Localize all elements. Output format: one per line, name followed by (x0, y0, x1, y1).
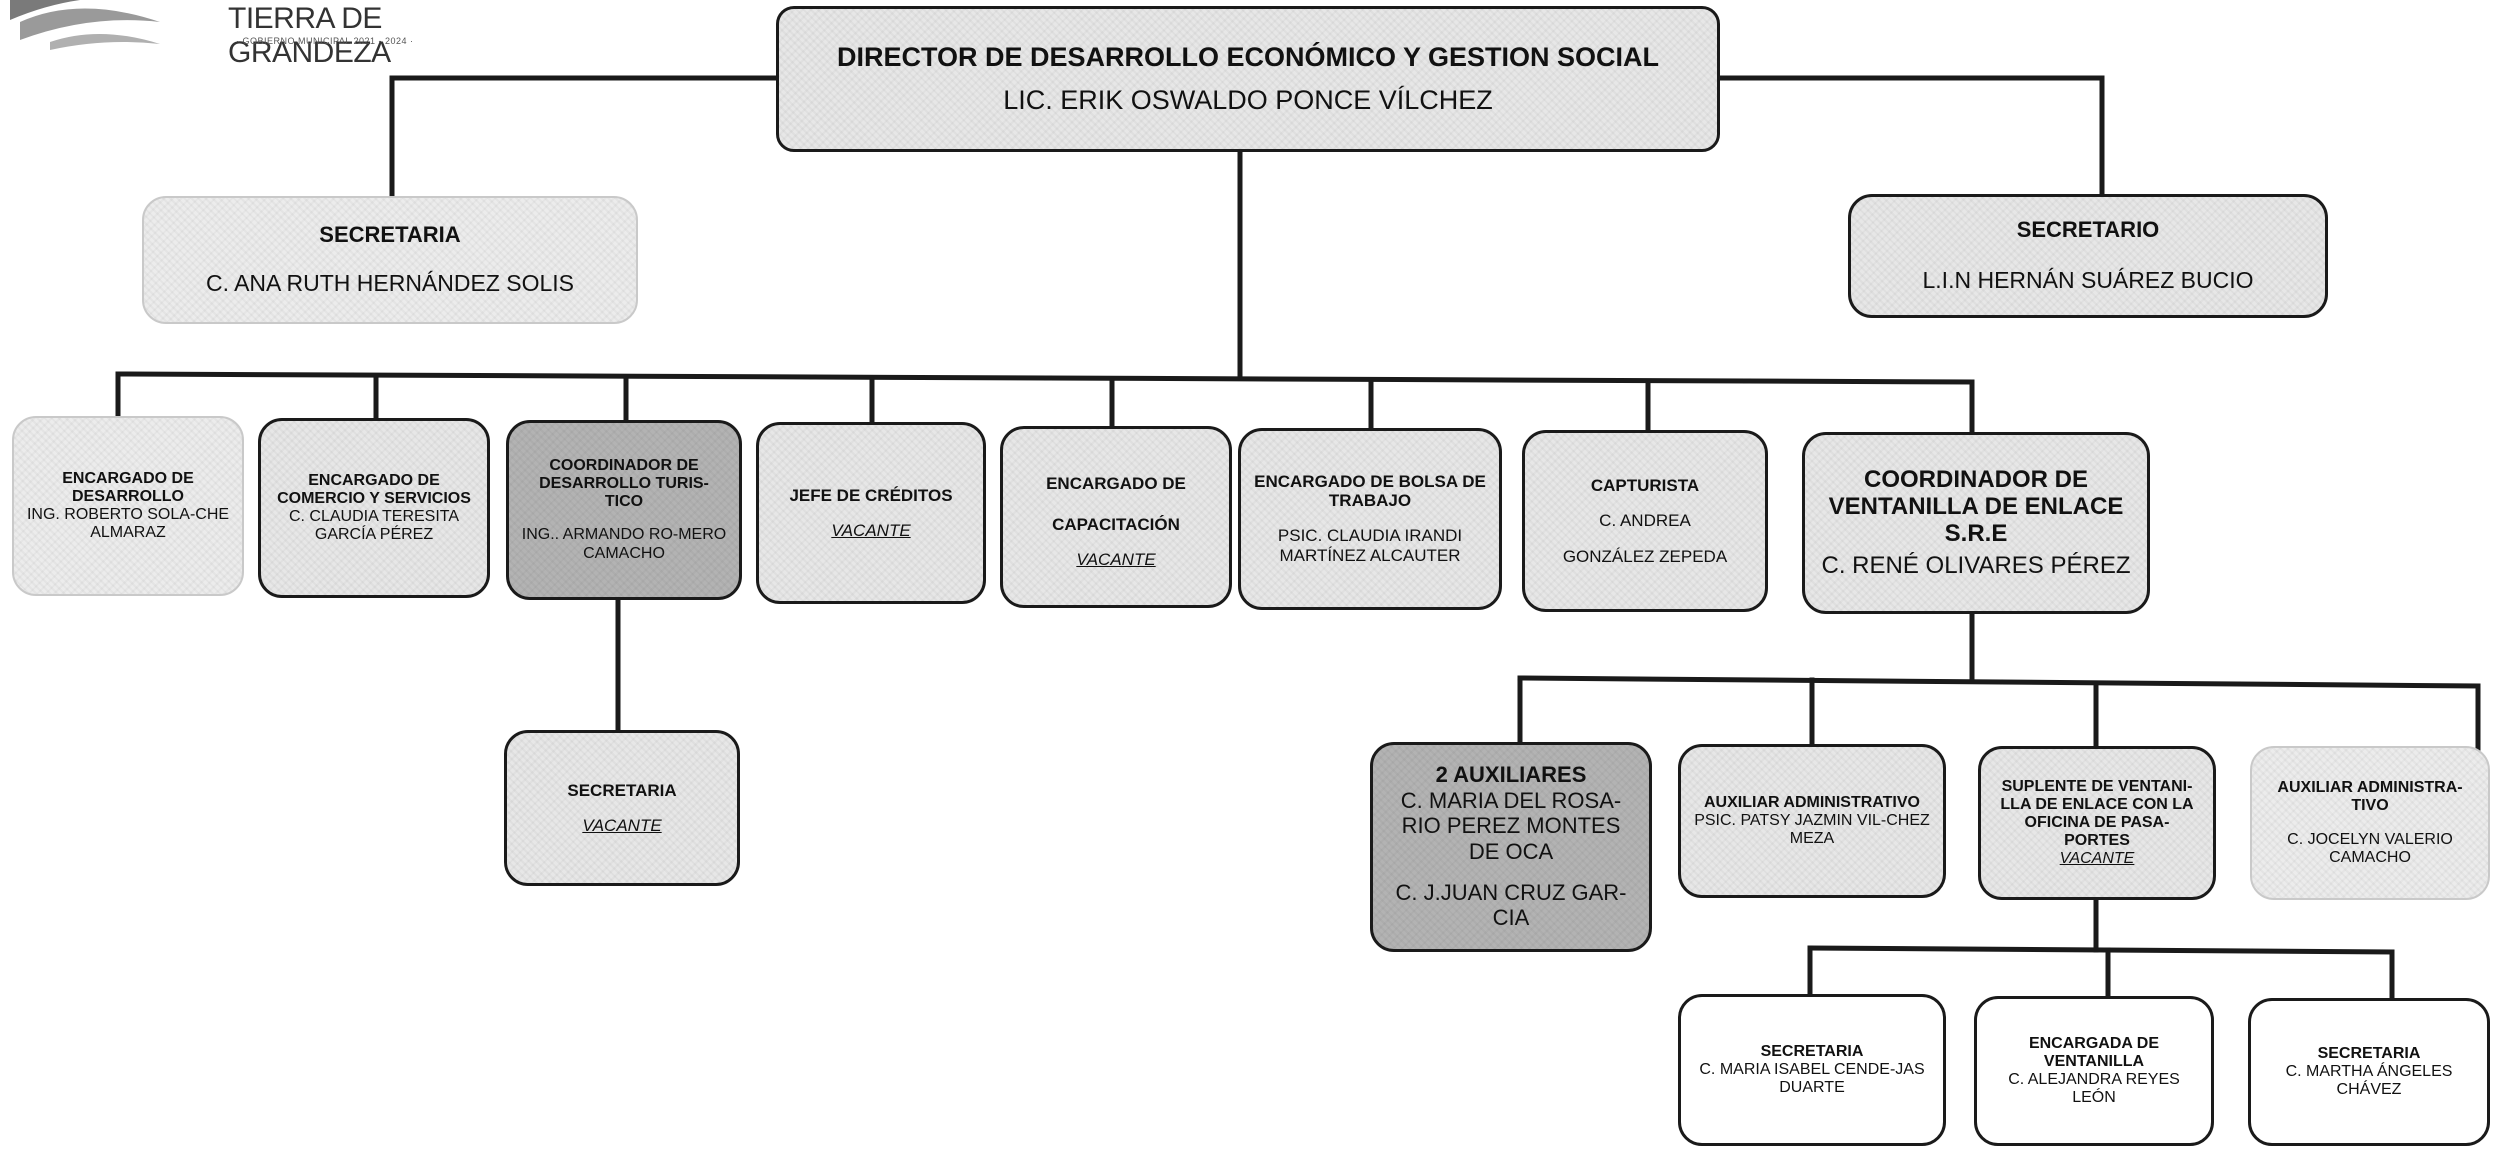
unit-ventanilla-sre-name: C. RENÉ OLIVARES PÉREZ (1821, 551, 2131, 579)
unit-turismo-name: ING.. ARMANDO RO-MERO CAMACHO (521, 526, 727, 562)
secretario-right-box: SECRETARIO L.I.N HERNÁN SUÁREZ BUCIO (1848, 194, 2328, 318)
unit-turismo-box: COORDINADOR DE DESARROLLO TURIS-TICO ING… (506, 420, 742, 600)
pasaportes-secretaria-2-box: SECRETARIA C. MARTHA ÁNGELES CHÁVEZ (2248, 998, 2490, 1146)
sre-suplente-pasaportes-title: SUPLENTE DE VENTANI-LLA DE ENLACE CON LA… (2000, 777, 2194, 849)
unit-capacitacion-box: ENCARGADO DE CAPACITACIÓN VACANTE (1000, 426, 1232, 608)
pasaportes-secretaria-2-name: C. MARTHA ÁNGELES CHÁVEZ (2285, 1062, 2453, 1098)
sre-auxiliares-name1: C. MARIA DEL ROSA-RIO PEREZ MONTES DE OC… (1400, 788, 1622, 864)
connector-director-secretaria (389, 75, 783, 203)
logo-emblem-icon (10, 0, 160, 50)
sre-suplente-pasaportes-box: SUPLENTE DE VENTANI-LLA DE ENLACE CON LA… (1978, 746, 2216, 900)
sre-auxiliar-administrativo-box: AUXILIAR ADMINISTRATIVO PSIC. PATSY JAZM… (1678, 744, 1946, 898)
logo-text: TIERRA DE GRANDEZA (228, 2, 391, 69)
unit-bolsa-trabajo-name: PSIC. CLAUDIA IRANDI MARTÍNEZ ALCAUTER (1277, 526, 1463, 566)
unit-ventanilla-sre-box: COORDINADOR DE VENTANILLA DE ENLACE S.R.… (1802, 432, 2150, 614)
unit-capturista-box: CAPTURISTA C. ANDREA GONZÁLEZ ZEPEDA (1522, 430, 1768, 612)
secretario-right-title: SECRETARIO (2016, 217, 2160, 243)
sre-auxiliar-administrativo-name: PSIC. PATSY JAZMIN VIL-CHEZ MEZA (1694, 811, 1930, 847)
secretaria-left-name: C. ANA RUTH HERNÁNDEZ SOLIS (205, 270, 575, 297)
pasaportes-encargada-ventanilla-box: ENCARGADA DE VENTANILLA C. ALEJANDRA REY… (1974, 996, 2214, 1146)
unit-capturista-title: CAPTURISTA (1590, 475, 1700, 495)
unit-desarrollo-name: ING. ROBERTO SOLA-CHE ALMARAZ (26, 505, 230, 541)
unit-creditos-box: JEFE DE CRÉDITOS VACANTE (756, 422, 986, 604)
pasaportes-encargada-ventanilla-title: ENCARGADA DE VENTANILLA (2028, 1034, 2160, 1070)
sre-suplente-pasaportes-name: VACANTE (2059, 849, 2135, 867)
unit-desarrollo-title: ENCARGADO DE DESARROLLO (62, 469, 194, 505)
pasaportes-secretaria-1-name: C. MARIA ISABEL CENDE-JAS DUARTE (1699, 1060, 1925, 1096)
unit-bolsa-trabajo-box: ENCARGADO DE BOLSA DE TRABAJO PSIC. CLAU… (1238, 428, 1502, 610)
turismo-secretaria-name: VACANTE (582, 815, 662, 835)
unit-capacitacion-name: VACANTE (1076, 550, 1156, 570)
logo-subtext: · GOBIERNO MUNICIPAL 2021 - 2024 · (236, 36, 414, 46)
unit-bolsa-trabajo-title: ENCARGADO DE BOLSA DE TRABAJO (1254, 472, 1486, 511)
turismo-secretaria-title: SECRETARIA (567, 780, 677, 800)
sre-auxiliar-administrativo-title: AUXILIAR ADMINISTRATIVO (1704, 793, 1920, 811)
sre-auxiliares-box: 2 AUXILIARES C. MARIA DEL ROSA-RIO PEREZ… (1370, 742, 1652, 952)
sre-auxiliar-administrativo-2-name: C. JOCELYN VALERIO CAMACHO (2287, 830, 2453, 866)
main-bus (115, 371, 1975, 385)
unit-capturista-name-line2: GONZÁLEZ ZEPEDA (1562, 546, 1728, 566)
unit-creditos-name: VACANTE (831, 520, 911, 540)
unit-comercio-name: C. CLAUDIA TERESITA GARCÍA PÉREZ (288, 507, 460, 543)
pasaportes-secretaria-1-box: SECRETARIA C. MARIA ISABEL CENDE-JAS DUA… (1678, 994, 1946, 1146)
secretaria-left-box: SECRETARIA C. ANA RUTH HERNÁNDEZ SOLIS (142, 196, 638, 324)
sre-auxiliar-administrativo-2-title: AUXILIAR ADMINISTRA-TIVO (2277, 778, 2463, 814)
director-box: DIRECTOR DE DESARROLLO ECONÓMICO Y GESTI… (776, 6, 1720, 152)
pasaportes-secretaria-2-title: SECRETARIA (2317, 1044, 2421, 1062)
unit-comercio-box: ENCARGADO DE COMERCIO Y SERVICIOS C. CLA… (258, 418, 490, 598)
turismo-secretaria-box: SECRETARIA VACANTE (504, 730, 740, 886)
pasaportes-bus (1807, 945, 2395, 955)
municipal-logo: TIERRA DE GRANDEZA · GOBIERNO MUNICIPAL … (0, 0, 460, 69)
unit-desarrollo-box: ENCARGADO DE DESARROLLO ING. ROBERTO SOL… (12, 416, 244, 596)
pasaportes-encargada-ventanilla-name: C. ALEJANDRA REYES LEÓN (2008, 1070, 2180, 1106)
secretaria-left-title: SECRETARIA (319, 222, 461, 248)
unit-ventanilla-sre-title: COORDINADOR DE VENTANILLA DE ENLACE S.R.… (1828, 465, 2124, 547)
unit-creditos-title: JEFE DE CRÉDITOS (789, 485, 953, 505)
unit-turismo-title: COORDINADOR DE DESARROLLO TURIS-TICO (539, 456, 709, 510)
sre-auxiliares-title: 2 AUXILIARES (1435, 762, 1587, 788)
unit-comercio-title: ENCARGADO DE COMERCIO Y SERVICIOS (277, 471, 471, 507)
unit-capturista-name-line1: C. ANDREA (1599, 510, 1691, 530)
sre-auxiliares-name2: C. J.JUAN CRUZ GAR-CIA (1395, 879, 1627, 931)
sre-bus (1517, 675, 2481, 689)
pasaportes-secretaria-1-title: SECRETARIA (1760, 1042, 1864, 1060)
connector-director-secretario (1713, 75, 2105, 199)
sre-auxiliar-administrativo-2-box: AUXILIAR ADMINISTRA-TIVO C. JOCELYN VALE… (2250, 746, 2490, 900)
unit-capacitacion-title: ENCARGADO DE CAPACITACIÓN (1046, 474, 1186, 535)
secretario-right-name: L.I.N HERNÁN SUÁREZ BUCIO (1922, 267, 2254, 294)
director-title: DIRECTOR DE DESARROLLO ECONÓMICO Y GESTI… (836, 42, 1660, 73)
director-name: LIC. ERIK OSWALDO PONCE VÍLCHEZ (1003, 84, 1493, 115)
